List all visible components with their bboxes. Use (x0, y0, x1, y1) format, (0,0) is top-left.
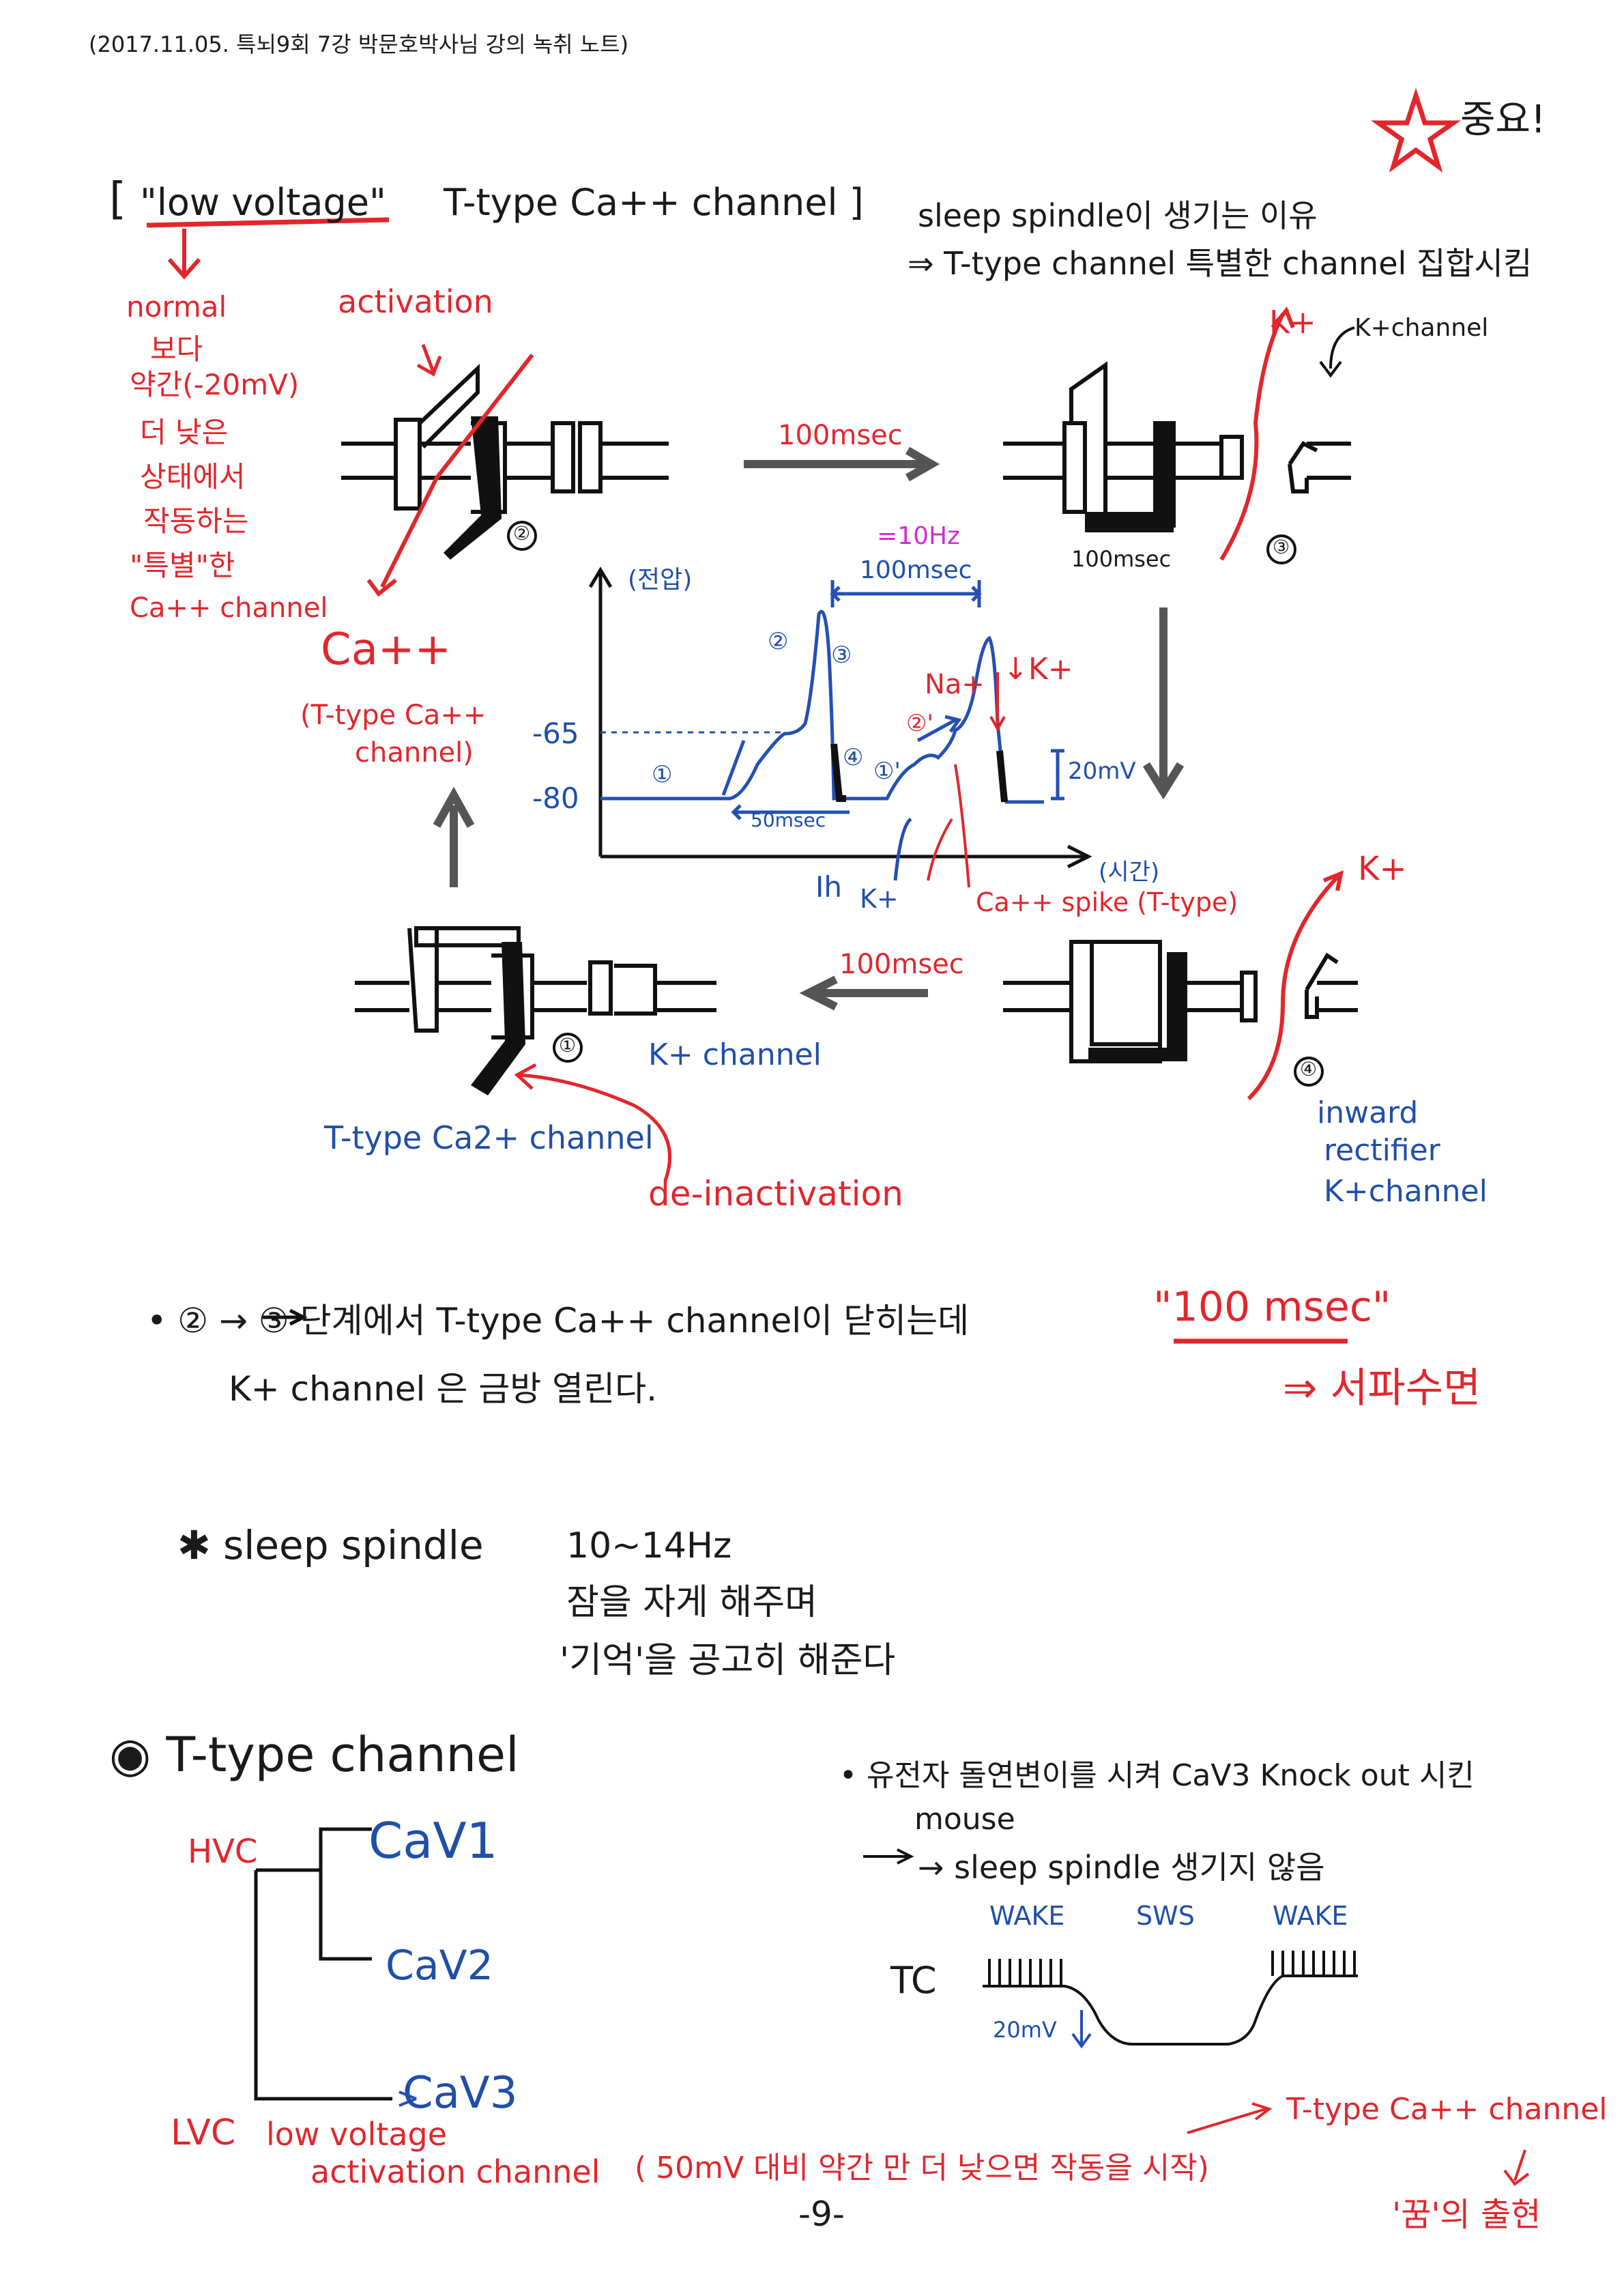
k-plus-top-right: K+ (1269, 304, 1316, 341)
graph-ca-spike: Ca++ spike (T-type) (976, 887, 1238, 917)
graph-v65: -65 (532, 717, 579, 750)
de-inactivation-label: de-inactivation (648, 1174, 903, 1214)
note1-sleep: ⇒ 서파수면 (1283, 1364, 1481, 1412)
knockout-wake-1: WAKE (989, 1901, 1065, 1931)
graph-freq: =10Hz (877, 522, 960, 550)
state-1-num: ① (559, 1034, 577, 1057)
knockout-wake-2: WAKE (1273, 1901, 1348, 1931)
t-type-ca2-label: T-type Ca2+ channel (324, 1119, 654, 1156)
cav1-label: CaV1 (368, 1812, 498, 1869)
spindle-l3: '기억'을 공고히 해준다 (560, 1640, 896, 1681)
important-label: 중요! (1460, 98, 1546, 142)
spindle-label: ✱ sleep spindle (177, 1522, 484, 1568)
page-number: -9- (798, 2194, 845, 2234)
graph-k: ↓K+ (1003, 652, 1073, 687)
ttype-heading: ◉ T-type channel (109, 1727, 519, 1783)
graph-mark-4: ④ (843, 744, 864, 771)
t-type-ca-channel-1: (T-type Ca++ (300, 700, 487, 731)
cav2-label: CaV2 (386, 1942, 493, 1990)
graph-na: Na+ (925, 669, 985, 700)
graph-ylabel: (전압) (628, 566, 693, 594)
voltage-graph (588, 566, 1092, 869)
inward-1: inward (1317, 1095, 1419, 1130)
lvc-paren: ( 50mV 대비 약간 만 더 낮으면 작동을 시작) (635, 2151, 1209, 2185)
graph-mark-1p: ①' (873, 758, 901, 785)
t-type-ca-channel-2: channel) (355, 737, 474, 769)
graph-mark-1: ① (652, 761, 673, 788)
channel-state-1 (355, 926, 716, 1039)
state-4-num: ④ (1300, 1058, 1318, 1080)
graph-mark-2p: ②' (906, 710, 933, 737)
graph-interval: 100msec (860, 556, 972, 584)
spindle-freq: 10~14Hz (566, 1525, 732, 1566)
inward-3: K+channel (1324, 1174, 1488, 1209)
star-icon (1370, 87, 1462, 173)
graph-kplus: K+ (860, 884, 899, 914)
graph-v80: -80 (532, 781, 579, 815)
left-note-1: normal (126, 290, 227, 324)
left-note-6: 작동하는 (143, 504, 249, 538)
bottom-arrow-label: 100msec (839, 949, 964, 980)
graph-50ms: 50msec (751, 809, 826, 831)
state-3-num: ③ (1273, 536, 1290, 558)
header-note: (2017.11.05. 특뇌9회 7강 박문호박사님 강의 녹취 노트) (89, 31, 629, 57)
k-channel-top-label: K+channel (1354, 314, 1489, 342)
knockout-l1: • 유전자 돌연변이를 시켜 CaV3 Knock out 시킨 (839, 1758, 1475, 1793)
state-2-num: ② (513, 522, 531, 545)
graph-mark-2: ② (768, 628, 789, 655)
lvc-desc-1: low voltage (266, 2116, 448, 2153)
channel-state-3 (1003, 361, 1351, 528)
k-plus-bottom-right: K+ (1358, 850, 1407, 888)
left-note-7: "특별"한 (130, 549, 235, 582)
title-low-voltage: "low voltage" (140, 181, 386, 224)
dream-label: '꿈'의 출현 (1392, 2196, 1541, 2234)
title-bracket: [ (109, 174, 126, 225)
title-channel: T-type Ca++ channel ] (444, 181, 864, 224)
k-channel-blue: K+ channel (648, 1037, 822, 1072)
note1-line2: K+ channel 은 금방 열린다. (229, 1369, 658, 1409)
left-note-3: 약간(-20mV) (130, 368, 300, 401)
top-arrow-label: 100msec (778, 420, 903, 451)
note1-msec: "100 msec" (1153, 1283, 1391, 1331)
graph-ih: Ih (815, 870, 843, 904)
knockout-tc: TC (890, 1959, 937, 2002)
left-note-5: 상태에서 (140, 460, 246, 493)
left-note-8: Ca++ channel (130, 592, 328, 624)
knockout-sws: SWS (1136, 1901, 1195, 1931)
t-channel-red: T-type Ca++ channel (1286, 2092, 1608, 2127)
graph-xlabel: (시간) (1099, 859, 1160, 886)
reason-line-1: sleep spindle이 생기는 이유 (918, 197, 1318, 234)
lvc-label: LVC (171, 2112, 236, 2153)
activation-label: activation (338, 283, 493, 320)
left-note-4: 더 낮은 (140, 416, 229, 449)
hvc-label: HVC (188, 1833, 258, 1871)
inward-2: rectifier (1324, 1133, 1440, 1168)
msec-state-3: 100msec (1071, 546, 1172, 572)
knockout-mv: 20mV (993, 2017, 1057, 2043)
ca-plus-label: Ca++ (321, 625, 452, 675)
left-note-2: 보다 (150, 332, 203, 366)
graph-20mv: 20mV (1068, 758, 1136, 785)
cav3-label: CaV3 (403, 2068, 518, 2119)
lvc-desc-2: activation channel (310, 2153, 600, 2190)
graph-mark-3: ③ (831, 642, 852, 669)
reason-line-2: ⇒ T-type channel 특별한 channel 집합시킴 (908, 245, 1533, 282)
knockout-l2: mouse (914, 1802, 1015, 1837)
note1-line1: • ② → ③ 단계에서 T-type Ca++ channel이 닫히는데 (147, 1301, 970, 1340)
knockout-l3: → sleep spindle 생기지 않음 (918, 1849, 1325, 1886)
spindle-l2: 잠을 자게 해주며 (566, 1582, 817, 1623)
